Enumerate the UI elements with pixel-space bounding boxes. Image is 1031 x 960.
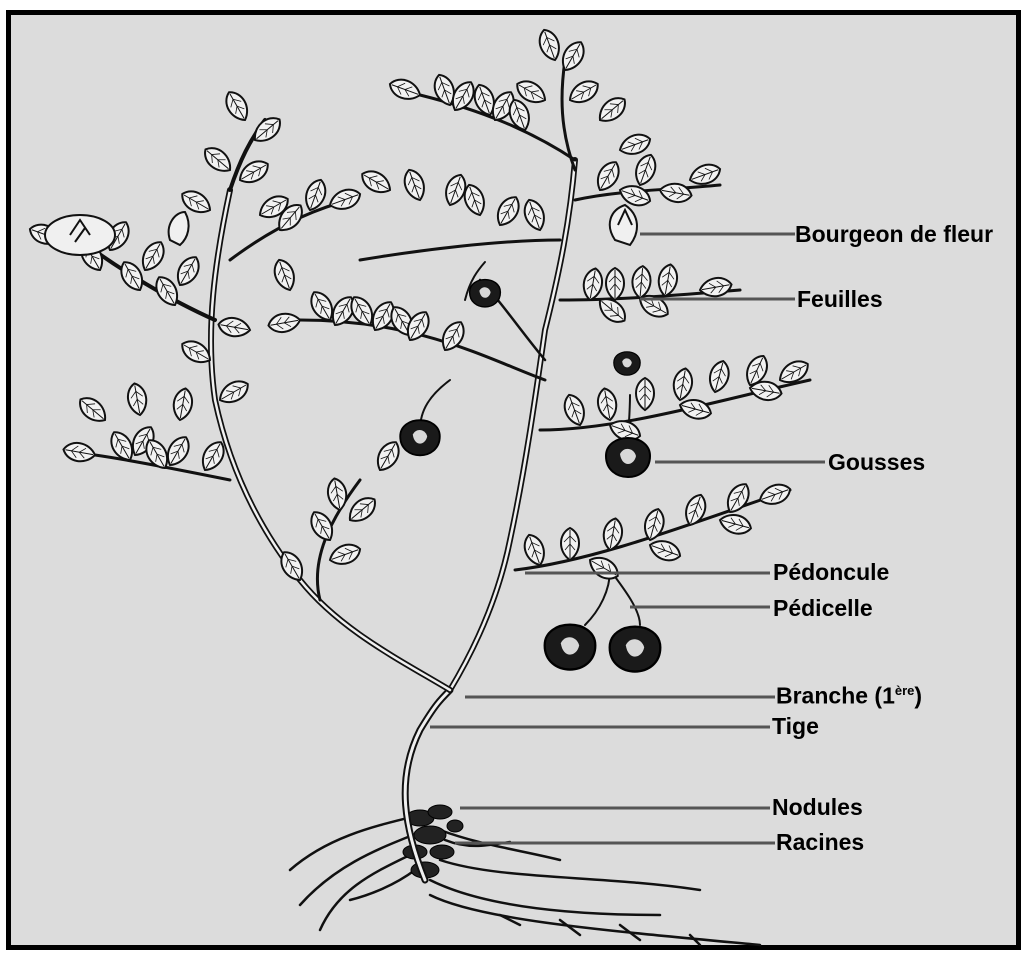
label-pods: Gousses xyxy=(828,451,925,474)
label-branch-superscript: ère xyxy=(895,683,915,698)
label-branch: Branche (1ère) xyxy=(776,684,922,708)
leaves-drawing xyxy=(27,27,812,585)
roots-drawing xyxy=(290,815,760,945)
pods-drawing xyxy=(400,280,660,672)
label-leaves: Feuilles xyxy=(797,288,883,311)
label-nodules: Nodules xyxy=(772,796,863,819)
label-stem: Tige xyxy=(772,715,819,738)
label-branch-text: Branche (1 xyxy=(776,683,895,709)
flower-buds-drawing xyxy=(45,205,637,255)
label-pedicel: Pédicelle xyxy=(773,597,873,620)
leader-lines xyxy=(430,234,825,843)
label-flower-bud: Bourgeon de fleur xyxy=(795,223,993,246)
label-branch-close: ) xyxy=(914,683,922,709)
label-roots: Racines xyxy=(776,831,864,854)
label-peduncle: Pédoncule xyxy=(773,561,889,584)
